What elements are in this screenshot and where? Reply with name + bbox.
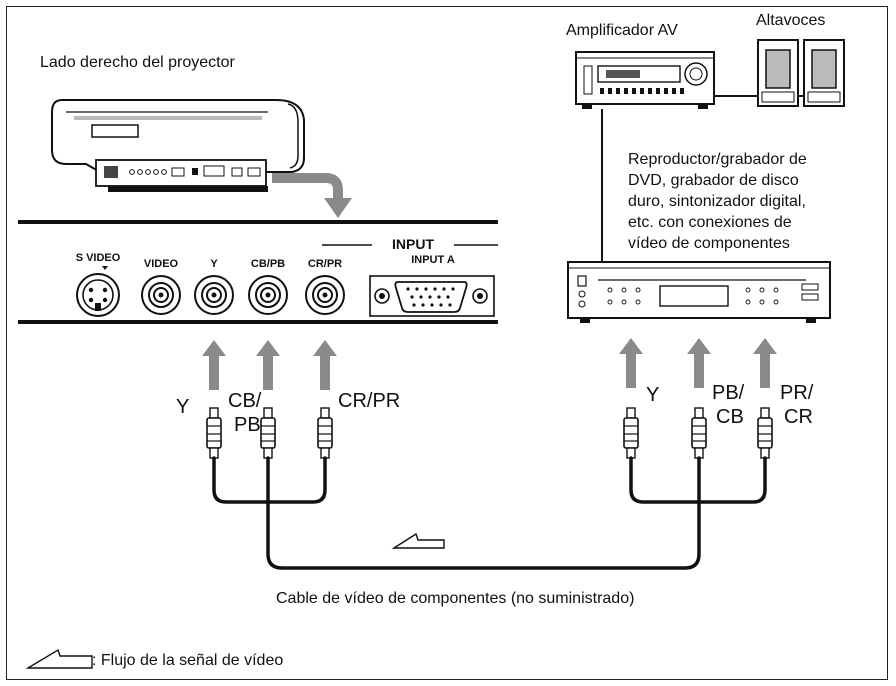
signal-arrow-y-right — [619, 338, 643, 388]
signal-flow-icon — [391, 532, 445, 549]
plug-label-y-right: Y — [646, 384, 660, 406]
zoom-arrow-head — [324, 198, 352, 218]
device-description: Reproductor/grabador de DVD, grabador de… — [628, 149, 807, 254]
speakers — [757, 39, 845, 107]
device-description-line: Reproductor/grabador de — [628, 151, 807, 168]
input-group-label: INPUT — [392, 236, 434, 252]
cb-pb-jack — [248, 275, 288, 315]
port-label-cr-pr: CR/PR — [307, 258, 343, 270]
port-label-cb-pb: CB/PB — [250, 258, 286, 270]
diagram-frame — [6, 6, 888, 680]
signal-arrow-y — [202, 340, 226, 390]
rca-plug-pr-right — [757, 407, 773, 459]
plug-label-pb: PB — [234, 414, 261, 436]
device-description-line: DVD, grabador de disco — [628, 172, 799, 189]
plug-label-y: Y — [176, 396, 190, 418]
legend-label: : Flujo de la señal de vídeo — [92, 652, 284, 669]
port-label-s-video: S VIDEO — [75, 252, 121, 264]
cable-label: Cable de vídeo de componentes (no sumini… — [276, 590, 635, 607]
video-jack — [141, 275, 181, 315]
port-label-input-a: INPUT A — [411, 254, 455, 266]
signal-arrow-pr-right — [753, 338, 777, 388]
plug-label-cb-right: CB — [716, 406, 744, 428]
signal-arrow-cb — [256, 340, 280, 390]
plug-label-pb-right: PB/ — [712, 382, 745, 404]
device-description-line: etc. con conexiones de — [628, 214, 792, 231]
component-cable — [212, 456, 767, 570]
speakers-label: Altavoces — [756, 12, 826, 29]
dvd-recorder — [567, 261, 831, 323]
projector-illustration — [51, 99, 305, 192]
cr-pr-jack — [305, 275, 345, 315]
signal-arrow-pb-right — [687, 338, 711, 388]
amplifier-label: Amplificador AV — [566, 22, 678, 39]
device-description-line: vídeo de componentes — [628, 235, 790, 252]
port-label-y: Y — [210, 258, 218, 270]
rca-plug-cr — [317, 407, 333, 459]
rca-plug-cb — [260, 407, 276, 459]
av-amplifier — [575, 51, 715, 109]
port-label-video: VIDEO — [143, 258, 179, 270]
rca-plug-pb-right — [691, 407, 707, 459]
zoom-arrow — [272, 173, 343, 200]
vga-connector — [369, 275, 495, 317]
rca-plug-y-right — [623, 407, 639, 459]
plug-label-cb: CB/ — [228, 390, 262, 412]
plug-label-pr-right: PR/ — [780, 382, 814, 404]
plug-label-cr-right: CR — [784, 406, 813, 428]
device-description-line: duro, sintonizador digital, — [628, 193, 806, 210]
y-jack — [194, 275, 234, 315]
legend-flow-icon — [25, 648, 93, 669]
plug-label-cr-pr: CR/PR — [338, 390, 401, 412]
s-video-jack — [76, 273, 120, 317]
projector-side-label: Lado derecho del proyector — [40, 54, 235, 71]
signal-arrow-cr — [313, 340, 337, 390]
rca-plug-y — [206, 407, 222, 459]
input-panel — [18, 220, 498, 324]
